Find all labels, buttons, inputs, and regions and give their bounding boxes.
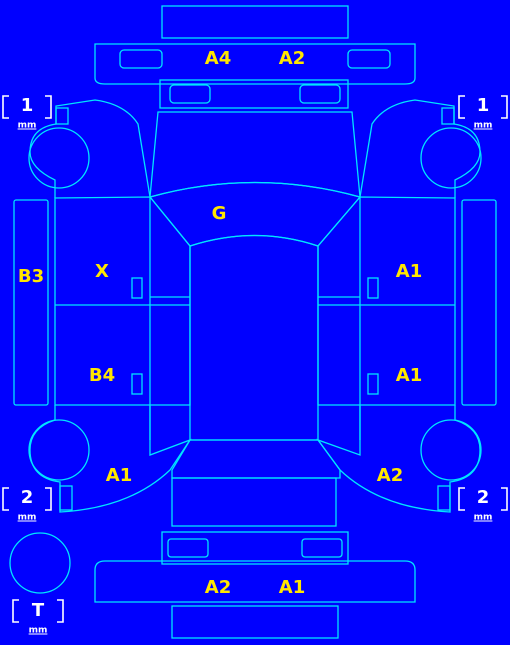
spare-tire-outline — [9, 532, 71, 594]
right-side-section — [317, 196, 497, 440]
front-left-tire-unit: mm — [17, 120, 37, 131]
right-front-handle-outline — [367, 277, 379, 299]
front-right-bracket-close — [501, 95, 508, 119]
front-right-bracket-open — [458, 95, 465, 119]
right-tail-lamp-outline — [301, 538, 343, 558]
hood-section — [149, 111, 361, 198]
left-headlight-outline — [119, 49, 163, 69]
right-rear-mudflap-outline — [437, 485, 451, 511]
trunk-lid-outline — [171, 477, 337, 527]
front-left-bracket-close — [45, 95, 52, 119]
roof-section — [189, 234, 319, 441]
rear-left-bracket-open — [2, 487, 9, 511]
left-rear-fender-outline — [29, 405, 192, 513]
rear-plate-outline — [171, 605, 339, 639]
rear-bumper-left-code: A2 — [204, 577, 232, 598]
left-rear-quarter-code: A1 — [105, 465, 133, 486]
left-side-section — [13, 196, 191, 440]
front-right-tire-value: 1 — [476, 95, 490, 116]
left-side-panel-code: B3 — [17, 266, 45, 287]
front-fenders — [28, 99, 482, 198]
tire-brackets — [2, 95, 508, 623]
rear-right-tire-unit: mm — [473, 512, 493, 523]
left-doors-outline — [54, 196, 191, 406]
rear-left-tire-unit: mm — [17, 512, 37, 523]
spare-tire-unit: mm — [28, 625, 48, 636]
left-front-wheel-outline — [28, 127, 90, 189]
left-rear-handle-outline — [131, 373, 143, 395]
left-fog-lamp-outline — [169, 84, 211, 104]
right-fog-lamp-outline — [299, 84, 341, 104]
front-left-bracket-open — [2, 95, 9, 119]
grille-outline — [159, 79, 349, 109]
left-rear-door-code: B4 — [88, 365, 116, 386]
right-rear-handle-outline — [367, 373, 379, 395]
left-rear-wheel-outline — [28, 419, 90, 481]
rear-window-outline — [171, 439, 341, 479]
left-tail-lamp-outline — [167, 538, 209, 558]
rear-left-bracket-close — [45, 487, 52, 511]
right-rear-quarter-code: A2 — [376, 465, 404, 486]
right-front-wheel-outline — [420, 127, 482, 189]
spare-bracket-close — [57, 599, 64, 623]
front-right-tire-unit: mm — [473, 120, 493, 131]
right-rear-wheel-outline — [420, 419, 482, 481]
front-section — [94, 5, 416, 109]
right-front-door-code: A1 — [395, 261, 423, 282]
roof-outline — [189, 234, 319, 441]
hood-outline — [149, 111, 361, 198]
left-front-door-code: X — [95, 261, 109, 282]
front-bumper-outline — [94, 43, 416, 85]
spare-tire-value: T — [31, 600, 45, 621]
rear-lamp-panel-outline — [161, 531, 349, 565]
right-rear-fender-outline — [316, 405, 481, 513]
rear-right-bracket-close — [501, 487, 508, 511]
rear-bumper-right-code: A1 — [278, 577, 306, 598]
right-headlight-outline — [347, 49, 391, 69]
rear-right-tire-value: 2 — [476, 487, 490, 508]
left-mirror-outline — [55, 107, 69, 125]
right-mirror-outline — [441, 107, 455, 125]
front-plate-outline — [161, 5, 349, 39]
right-front-fender-outline — [359, 99, 481, 198]
left-front-handle-outline — [131, 277, 143, 299]
right-side-panel-outline — [461, 199, 497, 406]
left-side-panel-outline — [13, 199, 49, 406]
spare-bracket-open — [12, 599, 19, 623]
right-rear-door-code: A1 — [395, 365, 423, 386]
rear-bumper-outline — [94, 560, 416, 603]
left-front-fender-outline — [29, 99, 151, 198]
left-rear-mudflap-outline — [59, 485, 73, 511]
windshield-code: G — [211, 203, 227, 224]
front-bumper-right-code: A2 — [278, 48, 306, 69]
front-bumper-left-code: A4 — [204, 48, 232, 69]
front-left-tire-value: 1 — [20, 95, 34, 116]
rear-left-tire-value: 2 — [20, 487, 34, 508]
rear-right-bracket-open — [458, 487, 465, 511]
rear-section — [94, 439, 416, 639]
right-doors-outline — [317, 196, 456, 406]
rear-fenders — [28, 405, 482, 513]
